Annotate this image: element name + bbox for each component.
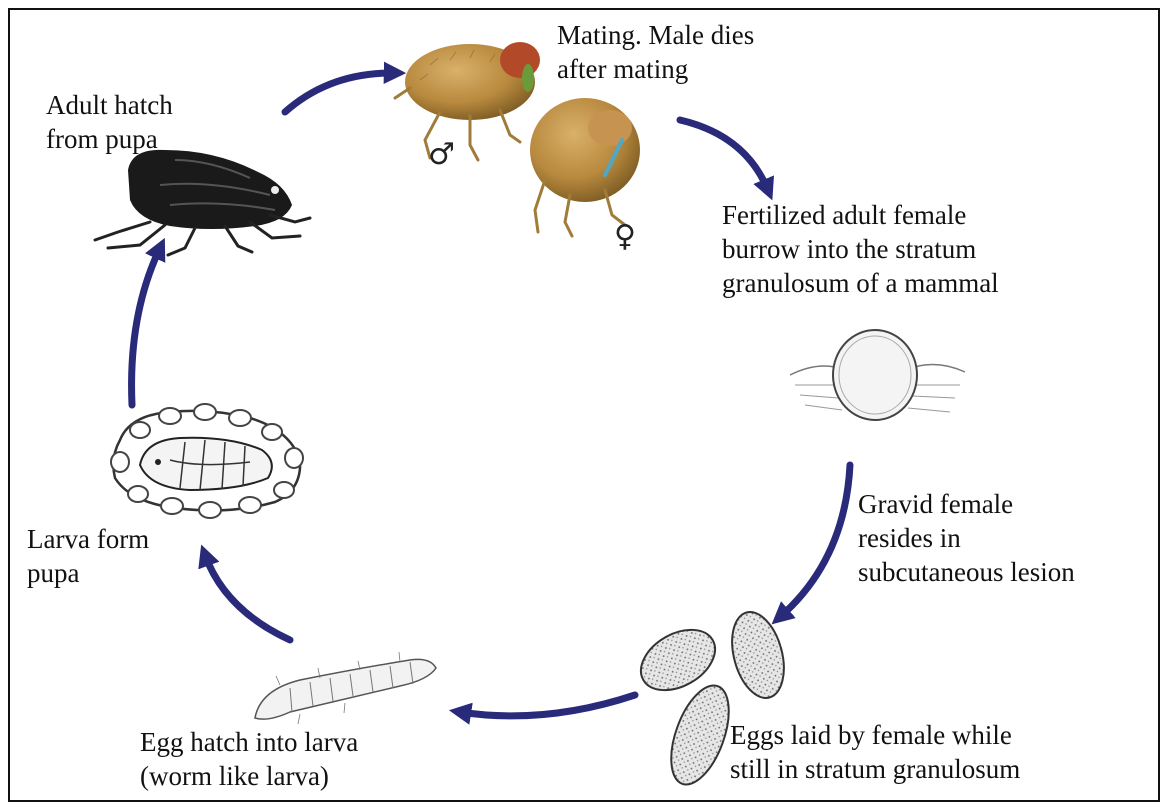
label-line: burrow into the stratum [722, 232, 999, 266]
arrow-pupa-to-adult [132, 248, 160, 405]
label-line: resides in [858, 521, 1075, 555]
female-flea-drawing [530, 98, 640, 236]
label-line: Adult hatch [46, 88, 173, 122]
label-line: Egg hatch into larva [140, 725, 358, 759]
label-line: Fertilized adult female [722, 198, 999, 232]
skin-lesion-drawing [790, 330, 965, 420]
stage-label-gravid: Gravid female resides in subcutaneous le… [858, 487, 1075, 589]
larva-drawing [255, 652, 436, 724]
label-line: (worm like larva) [140, 759, 358, 793]
stage-label-burrow: Fertilized adult female burrow into the … [722, 198, 999, 300]
label-line: granulosum of a mammal [722, 266, 999, 300]
stage-label-eggs: Eggs laid by female while still in strat… [730, 718, 1020, 786]
label-line: Gravid female [858, 487, 1075, 521]
adult-flea-drawing [95, 150, 310, 255]
male-flea-drawing [395, 42, 540, 160]
label-line: from pupa [46, 122, 173, 156]
stage-label-mating: Mating. Male dies after mating [557, 18, 754, 86]
female-symbol: ♀ [614, 222, 636, 252]
arrow-lesion-to-eggs [780, 465, 850, 617]
label-line: subcutaneous lesion [858, 555, 1075, 589]
arrow-adult-to-mating [285, 73, 395, 112]
male-symbol: ♂ [428, 140, 455, 170]
stage-label-adult: Adult hatch from pupa [46, 88, 173, 156]
label-line: still in stratum granulosum [730, 752, 1020, 786]
label-line: Larva form [27, 522, 149, 556]
label-line: pupa [27, 556, 149, 590]
arrow-larva-to-pupa [205, 555, 290, 640]
stage-label-pupa: Larva form pupa [27, 522, 149, 590]
pupa-cocoon-drawing [111, 404, 303, 518]
label-line: Eggs laid by female while [730, 718, 1020, 752]
stage-label-larva: Egg hatch into larva (worm like larva) [140, 725, 358, 793]
label-line: after mating [557, 52, 754, 86]
label-line: Mating. Male dies [557, 18, 754, 52]
arrow-mating-to-burrow [680, 120, 768, 190]
arrow-eggs-to-larva [460, 695, 635, 716]
